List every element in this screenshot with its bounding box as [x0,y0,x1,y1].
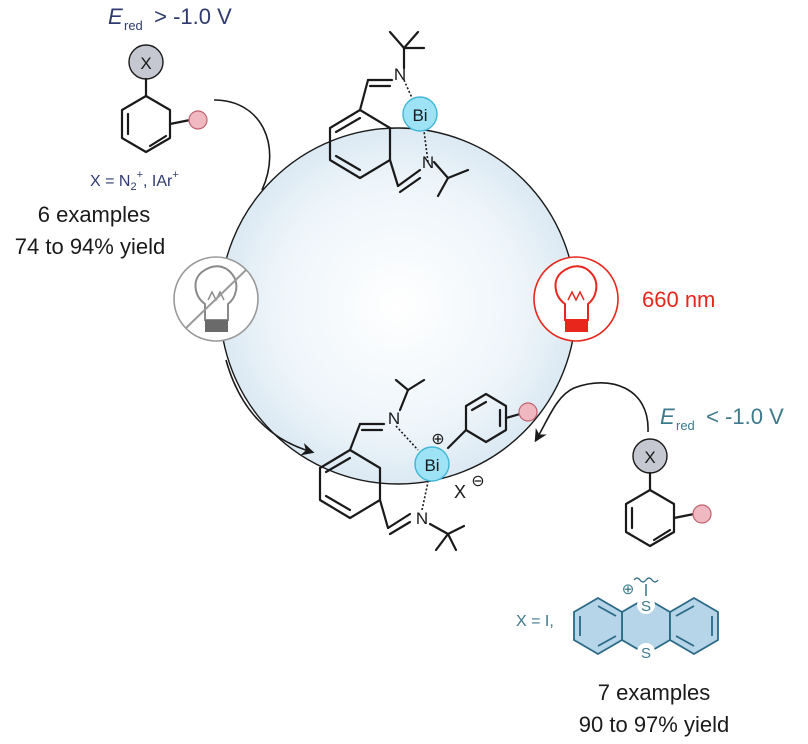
sulfonium-s-label: S [641,598,651,615]
x-definition-top-left: X = N2+, IAr+ [90,169,179,193]
nitrogen-label-bottom-upper: N [388,409,400,428]
leaving-group-label-top-left: X [140,54,151,73]
x-definition-bottom-right: X = I, [516,613,554,630]
e-red-symbol-top-left: E [108,4,123,29]
bismuth-label-top: Bi [412,106,427,125]
nitrogen-label-top-lower: N [422,153,434,172]
yield-range-top-left: 74 to 94% yield [15,234,165,259]
bismuth-atom-top [402,96,438,132]
bismuth-atom-bottom [414,446,450,482]
nitrogen-label-top-upper: N [394,65,406,84]
e-red-relation-top-left: > -1.0 V [148,4,232,29]
substrate-bottom-right: E red < -1.0 V X [624,404,784,548]
bismuth-catalyst-bottom: Bi N N ⊕ X ⊖ [318,378,538,552]
red-light-icon [533,256,619,342]
substituent-dot-top-left [188,110,208,130]
examples-count-top-left: 6 examples [38,202,151,227]
wavelength-label: 660 nm [642,287,715,312]
e-red-subscript-bottom-right: red [676,418,695,433]
bismuth-label-bottom: Bi [424,456,439,475]
bismuth-charge-label: ⊕ [431,431,444,448]
counterion-label: X [454,482,466,502]
e-red-relation-bottom-right: < -1.0 V [700,404,784,429]
cycle-background [219,127,577,485]
counterion-charge-label: ⊖ [471,473,484,490]
yield-range-bottom-right: 90 to 97% yield [579,712,729,737]
e-red-subscript-top-left: red [124,18,143,33]
no-light-icon [173,256,259,342]
substrate-top-left: E red > -1.0 V X X = N2+, IAr+ 6 example… [15,4,232,259]
substituent-dot-product [518,402,538,422]
sulfonium-charge-label: ⊕ [622,581,635,598]
bismuth-catalyst-top: Bi N N [328,30,470,198]
thioether-s-label: S [641,645,651,662]
leaving-group-label-bottom-right: X [644,448,655,467]
nitrogen-label-bottom-lower: N [416,509,428,528]
arrow-cycle-left [225,359,315,456]
examples-count-bottom-right: 7 examples [598,680,711,705]
arrow-substrate-in-left [213,99,271,191]
e-red-symbol-bottom-right: E [660,404,675,429]
substituent-dot-bottom-right [692,504,712,524]
thianthrenium-structure: X = I, S S ⊕ [516,577,719,662]
arrow-substrate-in-right [534,381,649,443]
